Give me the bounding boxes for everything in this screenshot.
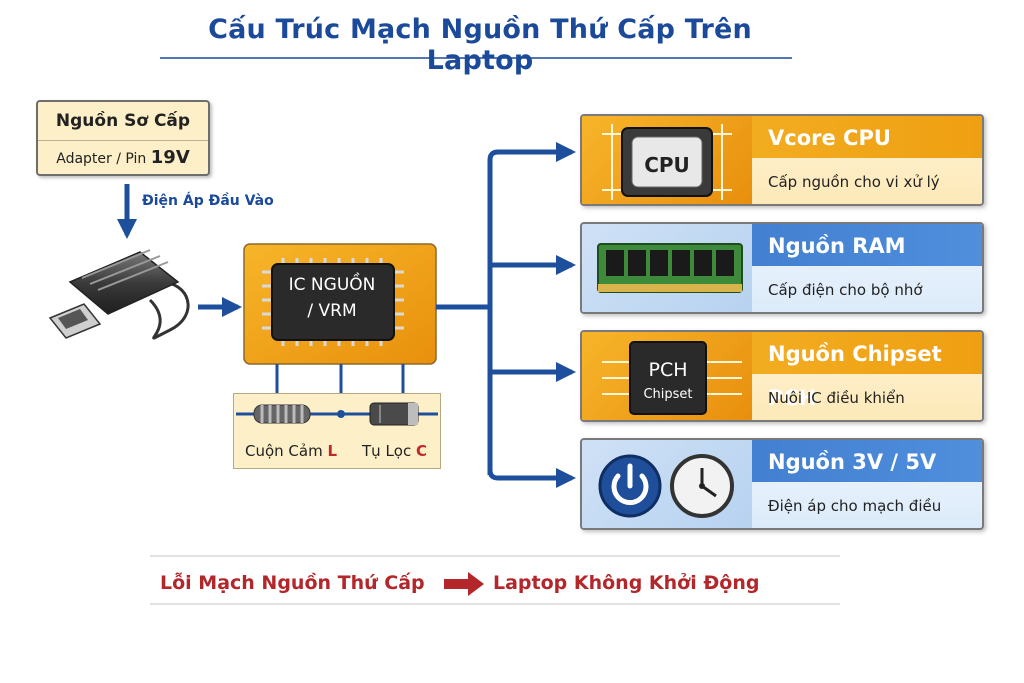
output-title-chipset: Nguồn Chipset PCH (768, 342, 942, 410)
power-icon (598, 454, 662, 518)
adapter-plug-icon (48, 249, 190, 340)
page-title: Cấu Trúc Mạch Nguồn Thứ Cấp Trên Laptop (208, 14, 752, 76)
output-panel-3v5v: Nguồn 3V / 5V Điện áp cho mạch điều khiể… (580, 438, 984, 530)
capacitor-label: Tụ Lọc C (362, 442, 427, 460)
footer-effect: Laptop Không Khởi Động (493, 572, 760, 594)
ic-label-line2: / VRM (307, 301, 357, 321)
cpu-chip-icon: CPU (602, 124, 732, 200)
ic-label: IC NGUỒN / VRM (277, 272, 387, 324)
input-voltage-label: Điện Áp Đầu Vào (142, 193, 274, 209)
primary-source-box: Nguồn Sơ Cấp Adapter / Pin 19V (36, 100, 210, 176)
output-title-ram: Nguồn RAM (768, 234, 906, 258)
pch-chip-text: PCH (648, 359, 687, 381)
primary-source-voltage: 19V (150, 147, 190, 168)
power-art (582, 440, 752, 528)
output-panel-chipset: PCH Chipset Nguồn Chipset PCH Nuôi IC đi… (580, 330, 984, 422)
output-desc-chipset: Nuôi IC điều khiển (768, 389, 905, 407)
output-desc-ram: Cấp điện cho bộ nhớ (768, 281, 923, 299)
inductor-label-text: Cuộn Cảm (245, 442, 328, 460)
pch-chip-sub: Chipset (643, 387, 692, 402)
capacitor-symbol: C (416, 442, 428, 460)
cpu-chip-text: CPU (644, 153, 690, 177)
output-panel-vcore: CPU Vcore CPU Cấp nguồn cho vi xử lý (580, 114, 984, 206)
footer-cause: Lỗi Mạch Nguồn Thứ Cấp (160, 572, 425, 594)
output-desc-vcore: Cấp nguồn cho vi xử lý (768, 173, 940, 191)
cpu-art: CPU (582, 116, 752, 204)
capacitor-label-text: Tụ Lọc (362, 442, 416, 460)
ic-label-line1: IC NGUỒN (288, 275, 376, 295)
primary-source-sub: Adapter / Pin 19V (38, 141, 208, 175)
output-panel-ram: Nguồn RAM Cấp điện cho bộ nhớ (580, 222, 984, 314)
primary-source-title: Nguồn Sơ Cấp (38, 102, 208, 141)
ram-module-icon (597, 243, 743, 293)
inductor-symbol: L (327, 442, 338, 460)
clock-icon (670, 454, 734, 518)
primary-source-sub-text: Adapter / Pin (56, 151, 151, 167)
output-title-vcore: Vcore CPU (768, 126, 891, 150)
output-desc-3v5v: Điện áp cho mạch điều khiển (768, 497, 942, 515)
pch-art: PCH Chipset (582, 332, 752, 420)
pch-chip-icon: PCH Chipset (602, 341, 742, 415)
output-title-3v5v: Nguồn 3V / 5V (768, 450, 937, 474)
inductor-label: Cuộn Cảm L (245, 442, 337, 460)
ram-art (582, 224, 752, 312)
